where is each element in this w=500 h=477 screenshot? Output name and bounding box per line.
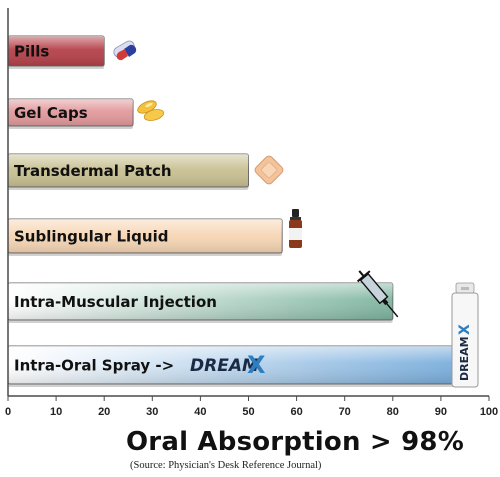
- x-tick-label: 10: [50, 406, 62, 418]
- bar-group-2: Transdermal Patch: [7, 153, 249, 190]
- bar-label: Sublingular Liquid: [14, 228, 168, 246]
- bar-highlight: [8, 99, 134, 126]
- bar-group-3: Sublingular Liquid: [7, 218, 283, 256]
- bar-label: Transdermal Patch: [14, 162, 172, 180]
- x-tick-label: 80: [387, 406, 399, 418]
- bar-group-5: Intra-Oral Spray ->: [7, 345, 456, 387]
- bar-highlight: [8, 219, 283, 253]
- x-tick-label: 30: [146, 406, 158, 418]
- x-tick-label: 20: [98, 406, 110, 418]
- bar-label: Intra-Muscular Injection: [14, 293, 217, 311]
- x-tick-label: 0: [5, 406, 11, 418]
- x-tick-label: 90: [435, 406, 447, 418]
- capsule-icon: [113, 40, 137, 61]
- bar-group-4: Intra-Muscular Injection: [7, 282, 394, 323]
- bar-highlight: [8, 154, 249, 187]
- dreamx-logo-mark: X: [247, 351, 266, 379]
- patch-icon: [254, 155, 284, 185]
- gel-caps-icon: [137, 100, 165, 121]
- bar-group-0: Pills: [7, 35, 105, 69]
- x-tick-label: 70: [339, 406, 351, 418]
- bar-group-1: Gel Caps: [7, 98, 134, 129]
- x-tick-label: 40: [194, 406, 206, 418]
- chart-subtitle: (Source: Physician's Desk Reference Jour…: [130, 460, 322, 471]
- dreamx-logo-text: DREAM: [190, 356, 259, 376]
- syringe-icon: [356, 270, 399, 318]
- chart-title: Oral Absorption > 98%: [126, 427, 464, 457]
- x-tick-label: 100: [480, 406, 498, 418]
- bar-label: Pills: [14, 43, 49, 61]
- spray-bottle-mark: X: [457, 324, 473, 335]
- bar-highlight: [8, 36, 105, 66]
- x-tick-label: 50: [242, 406, 254, 418]
- bar-highlight: [8, 283, 393, 320]
- x-tick-label: 60: [290, 406, 302, 418]
- spray-bottle-label: DREAM: [458, 336, 471, 381]
- bar-label: Intra-Oral Spray ->: [14, 357, 174, 375]
- bottle-icon: [289, 209, 302, 248]
- bar-highlight: [8, 346, 456, 384]
- bar-label: Gel Caps: [14, 104, 88, 122]
